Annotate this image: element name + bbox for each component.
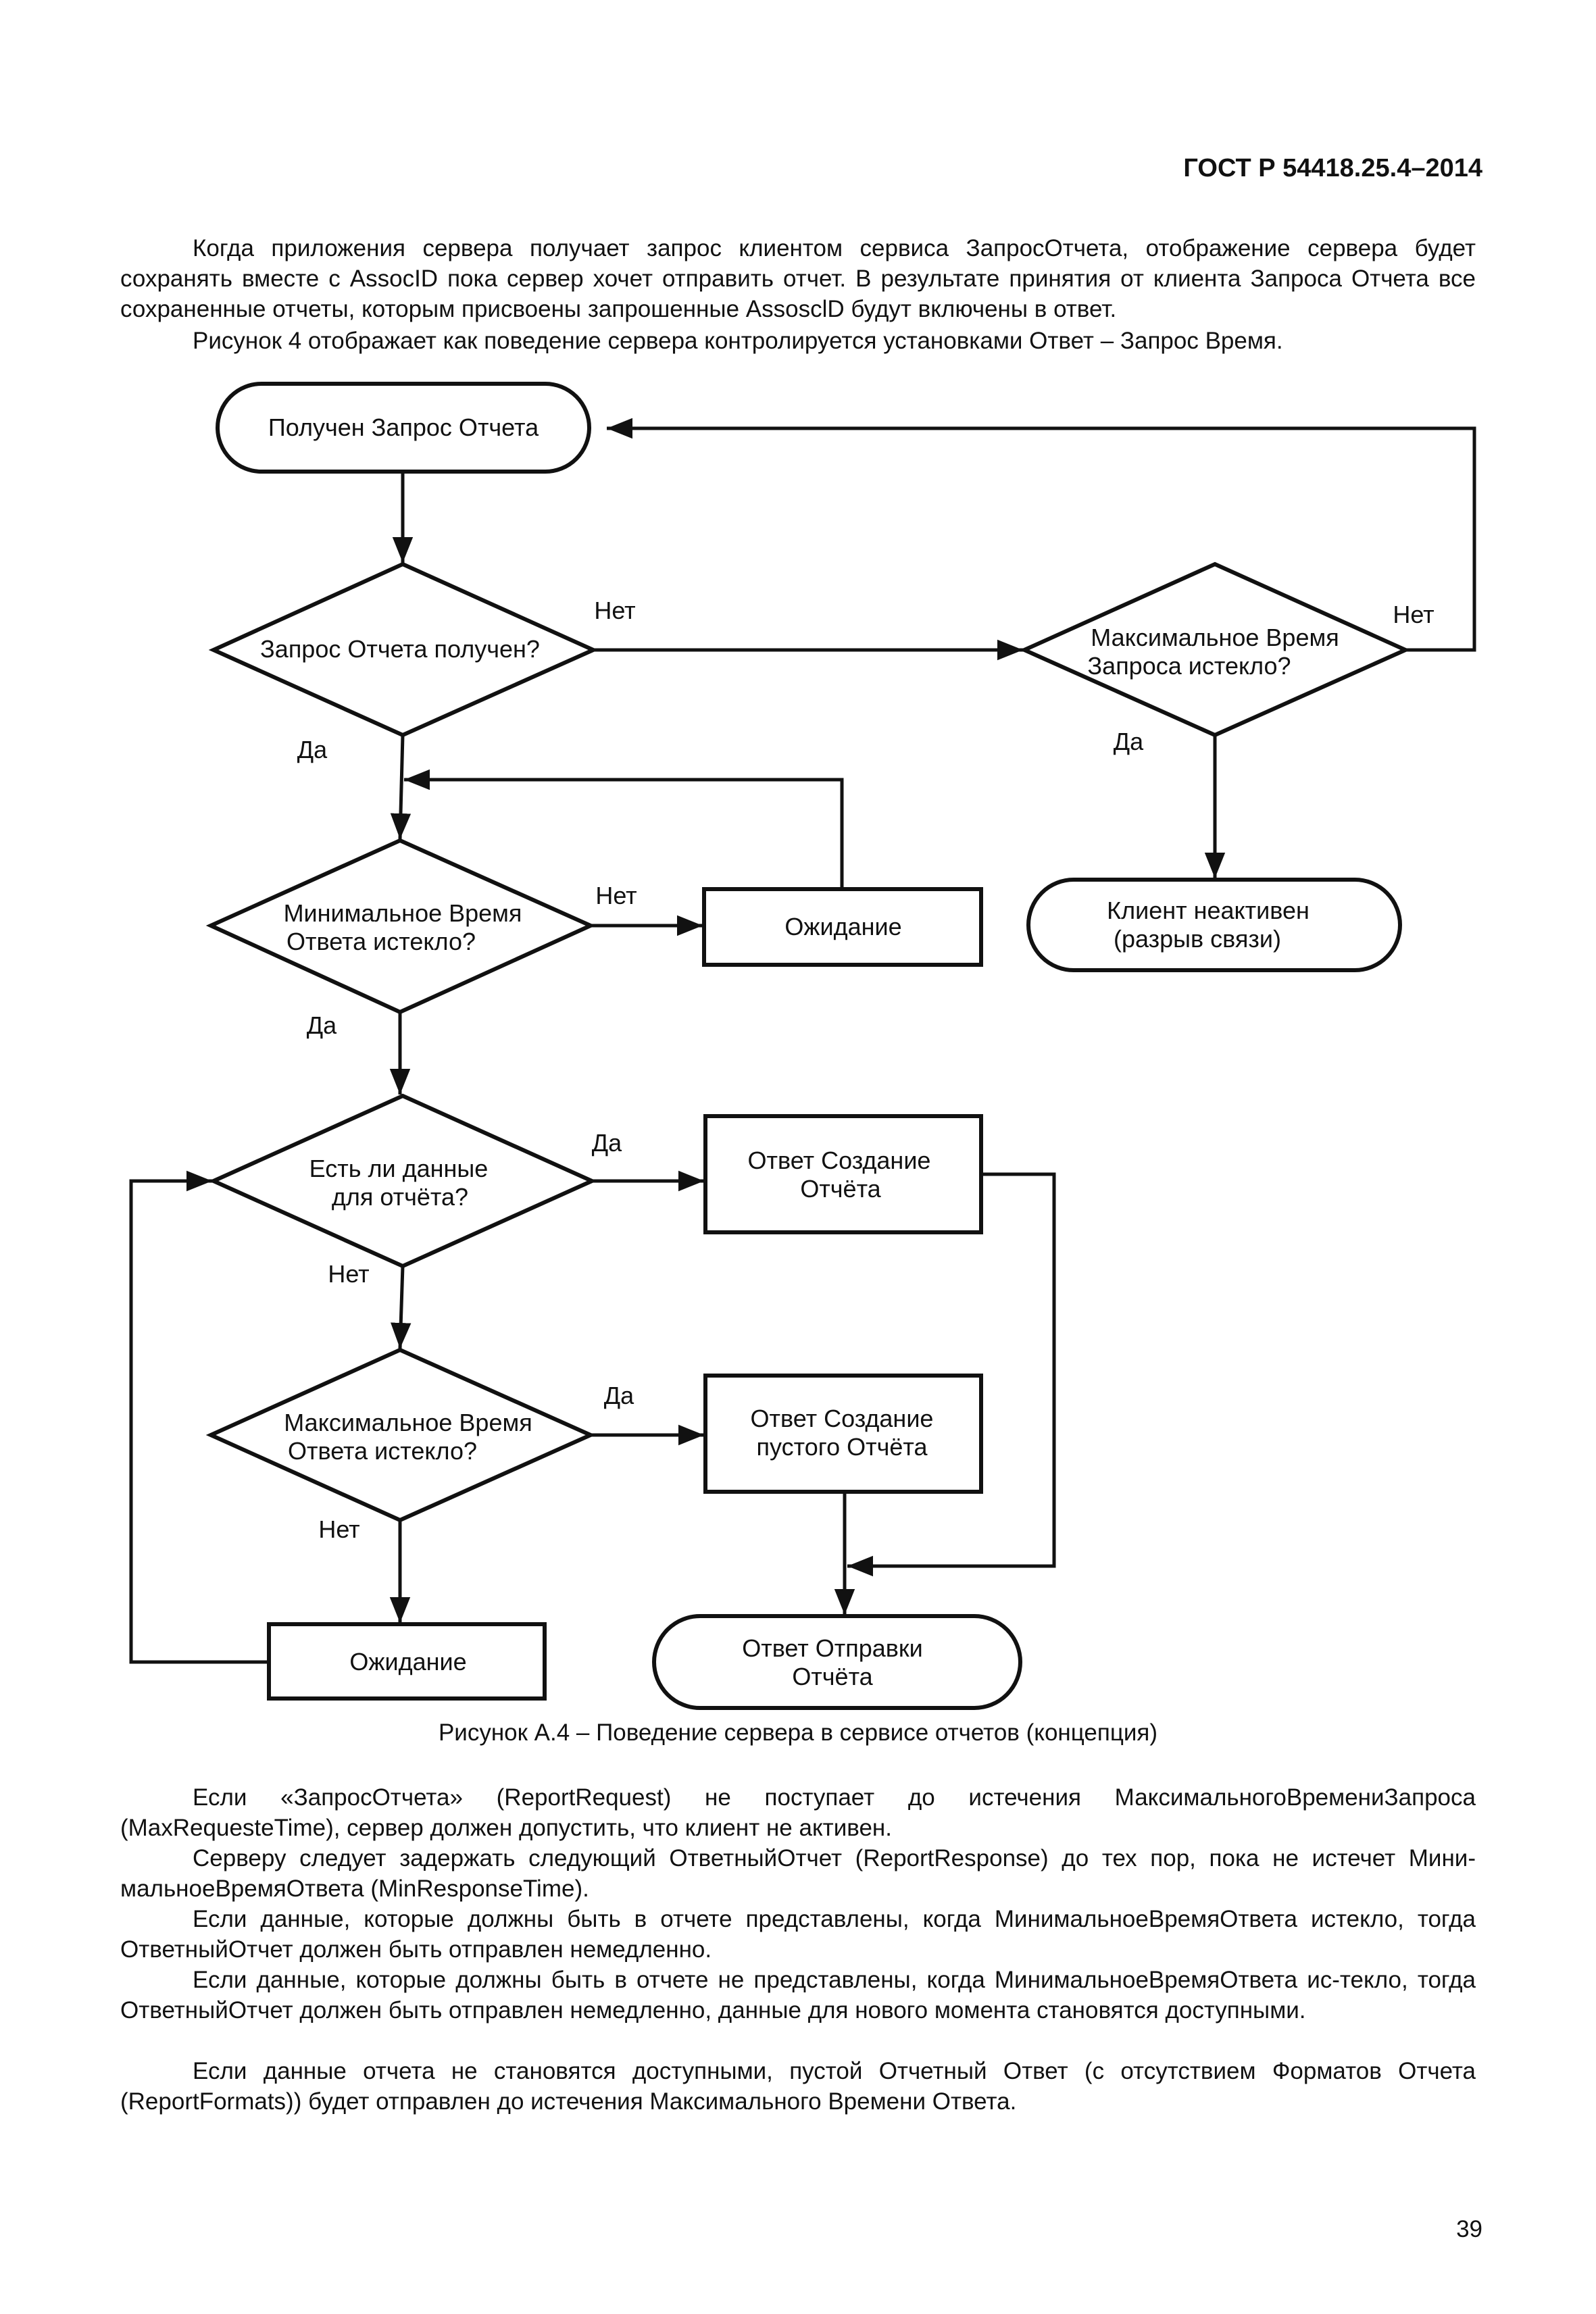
decision-max-response-label-1: Максимальное Время (284, 1409, 532, 1436)
label-min-response-no: Нет (595, 882, 637, 909)
decision-max-request-label-1: Максимальное Время (1091, 624, 1339, 651)
flowchart-diagram: Получен Запрос Отчета Запрос Отчета полу… (129, 382, 1476, 1710)
connector-wait-bottom-loop (129, 1170, 269, 1664)
decision-data-label-1: Есть ли данные (309, 1155, 489, 1182)
connector-data-no (391, 1265, 412, 1349)
create-report-label-1: Ответ Создание (748, 1147, 931, 1174)
figure-caption: Рисунок А.4 – Поведение сервера в сервис… (438, 1719, 1158, 1746)
wait-bottom-label: Ожидание (349, 1648, 466, 1676)
create-empty-label-2: пустого Отчёта (757, 1433, 928, 1461)
page-number: 39 (1456, 2216, 1482, 2242)
body-paragraph-5: Если данные отчета не становятся доступн… (120, 2058, 1476, 2115)
decision-min-response-label-2: Ответа истекло? (286, 928, 476, 955)
connector-request-yes (390, 734, 412, 840)
label-min-response-yes: Да (307, 1011, 337, 1039)
intro-paragraph-2: Рисунок 4 отображает как поведение серве… (193, 328, 1283, 354)
body-paragraph-4: Если данные, которые должны быть в отчет… (120, 1967, 1476, 2023)
create-report-label-2: Отчёта (800, 1175, 881, 1203)
decision-request-label: Запрос Отчета получен? (260, 635, 540, 663)
decision-data-label-2: для отчёта? (332, 1183, 468, 1211)
label-request-yes: Да (297, 736, 328, 763)
client-inactive-terminal (1026, 878, 1402, 972)
body-paragraph-1: Если «ЗапросОтчета» (ReportRequest) не п… (120, 1784, 1476, 1841)
body-paragraph-2: Серверу следует задержать следующий Отве… (120, 1845, 1476, 1902)
client-inactive-label-1: Клиент неактивен (1107, 897, 1310, 924)
decision-min-response-label-1: Минимальное Время (284, 899, 522, 927)
label-max-response-no: Нет (318, 1515, 359, 1543)
label-max-response-yes: Да (604, 1382, 634, 1409)
create-empty-label-1: Ответ Создание (751, 1405, 934, 1432)
label-max-request-yes: Да (1114, 728, 1144, 755)
decision-max-response-label-2: Ответа истекло? (288, 1437, 477, 1465)
connector-report-to-merge (847, 1172, 1056, 1577)
create-report-box (703, 1114, 983, 1234)
label-data-yes: Да (592, 1129, 622, 1157)
body-paragraph-3: Если данные, которые должны быть в отчет… (120, 1906, 1476, 1963)
wait-top-label: Ожидание (784, 913, 901, 940)
start-label: Получен Запрос Отчета (268, 413, 539, 441)
send-report-terminal (652, 1614, 1022, 1710)
label-max-request-no: Нет (1393, 601, 1434, 628)
label-data-no: Нет (328, 1260, 369, 1288)
intro-paragraph-1: Когда приложения сервера получает запрос… (120, 235, 1476, 322)
client-inactive-label-2: (разрыв связи) (1114, 925, 1281, 953)
send-report-label-1: Ответ Отправки (742, 1634, 923, 1662)
label-request-no: Нет (594, 597, 635, 624)
document-header: ГОСТ Р 54418.25.4–2014 (1183, 154, 1482, 182)
send-report-label-2: Отчёта (792, 1663, 873, 1690)
connector-max-request-no-loop (607, 418, 1476, 652)
connector-wait-top-loop (404, 769, 844, 889)
decision-max-request-label-2: Запроса истекло? (1087, 652, 1291, 680)
